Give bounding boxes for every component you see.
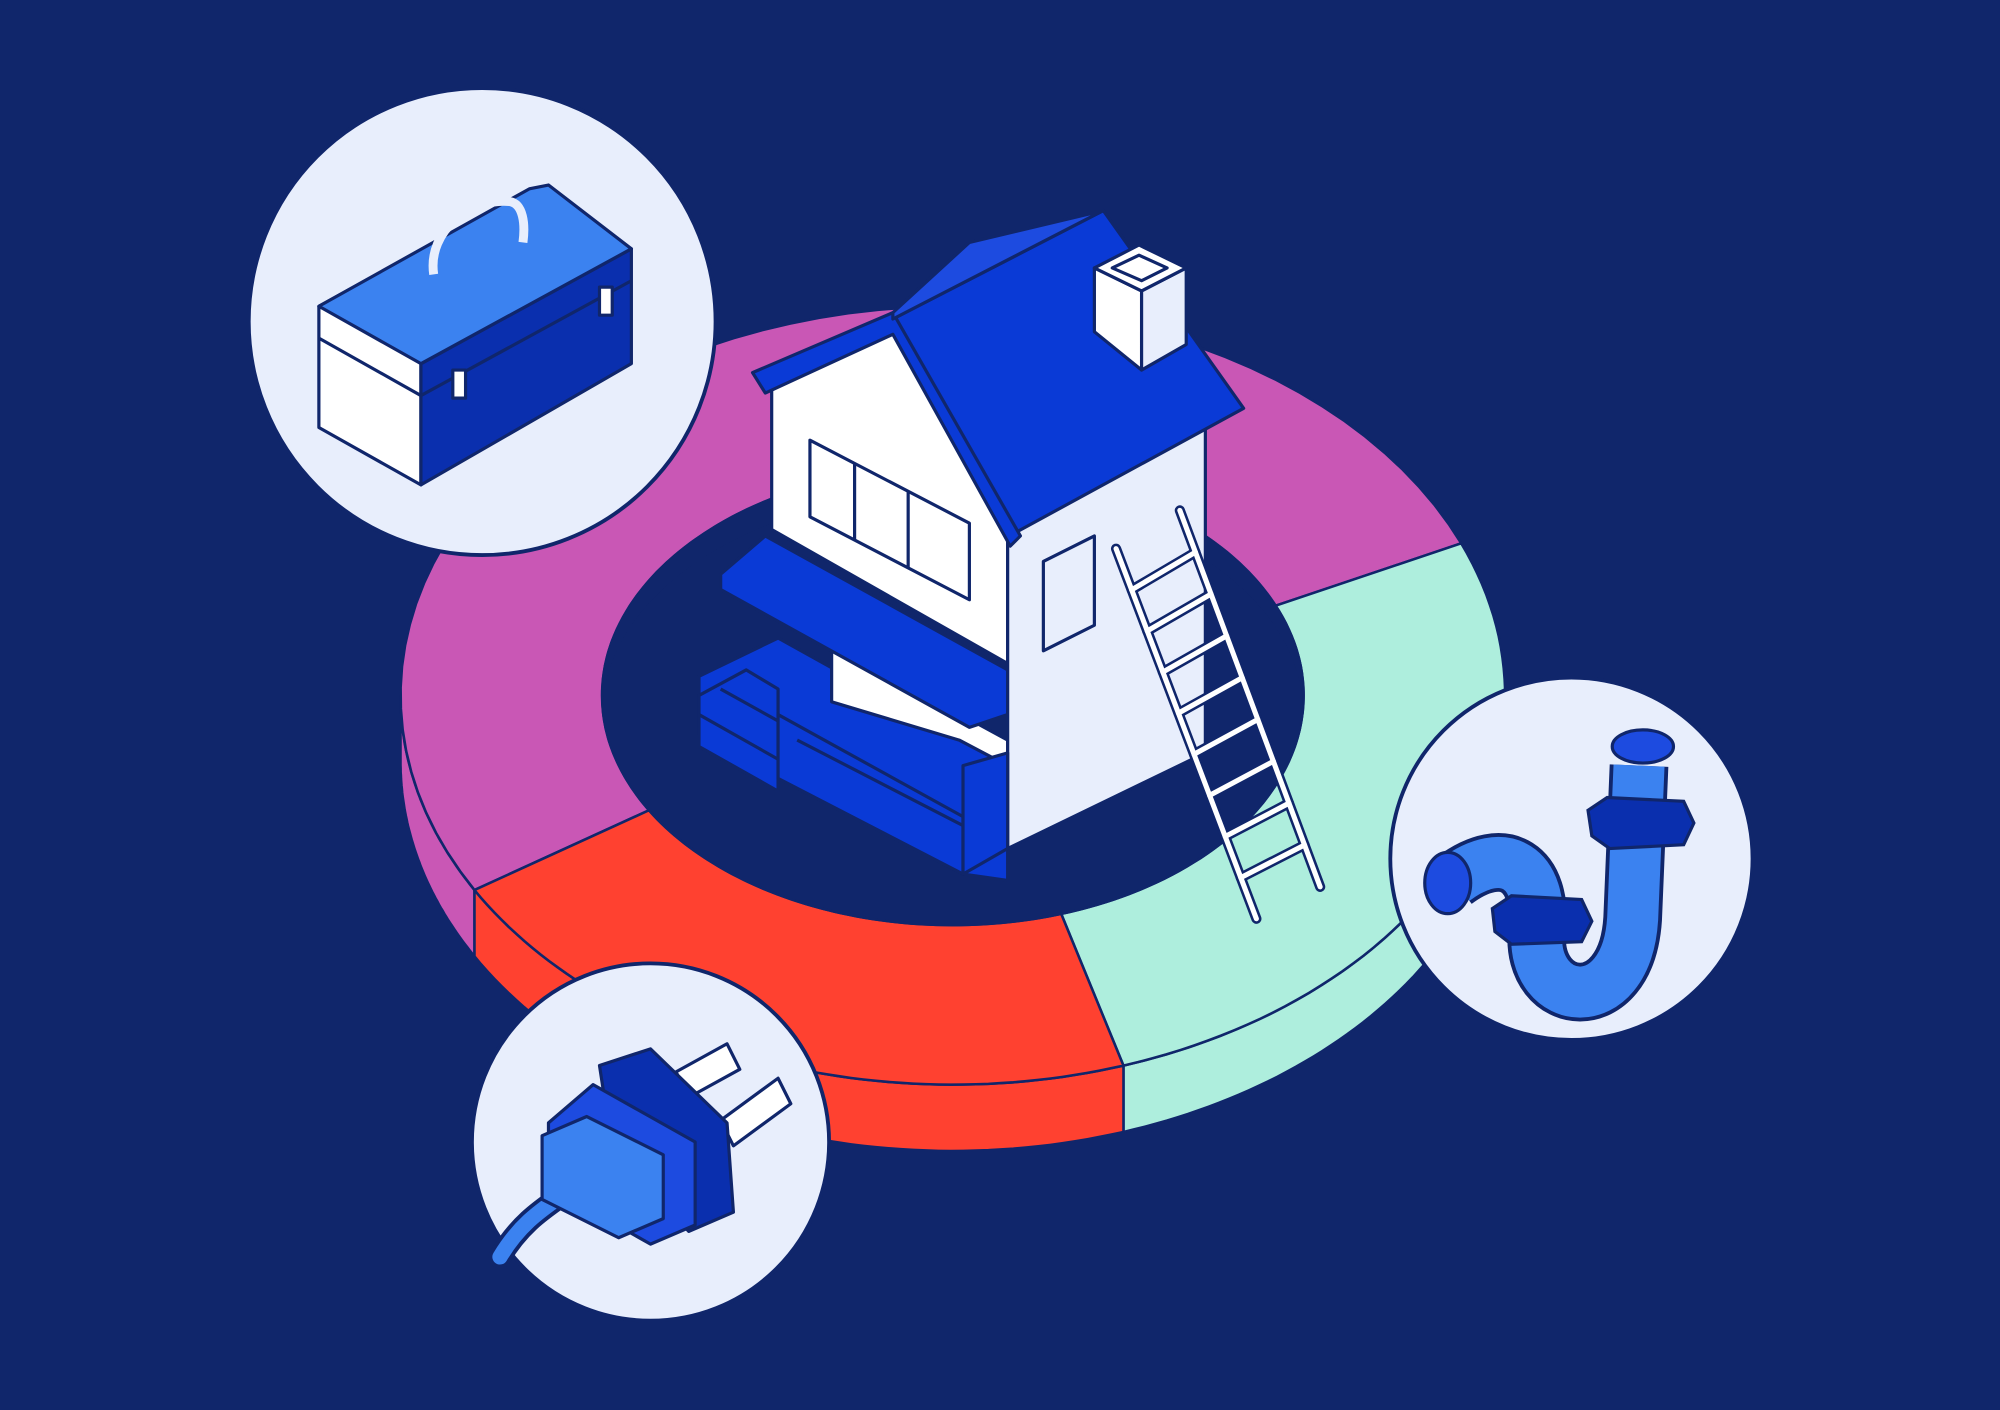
ladder-rung [1191, 716, 1261, 757]
ladder-rail [1177, 507, 1323, 890]
ladder-rung [1129, 549, 1198, 593]
toolbox-lid-line [318, 336, 422, 397]
toolbox-icon [317, 183, 633, 487]
toolbox-handle [428, 196, 529, 275]
plug-icon [488, 1042, 793, 1269]
house [697, 208, 1246, 883]
toolbox-lid [317, 183, 633, 366]
pipe-nut [1586, 795, 1696, 851]
window-side [1041, 534, 1096, 653]
house-side-base [961, 751, 1010, 876]
ladder-rung [1144, 591, 1214, 634]
ladder-rung [1175, 675, 1245, 716]
plug-badge [470, 961, 831, 1323]
ladder-rung [1222, 800, 1292, 840]
toolbox-latch [451, 368, 468, 400]
pipe-nut [1490, 894, 1594, 946]
ladder [1110, 505, 1326, 924]
window-large [808, 438, 971, 602]
step-line [719, 687, 779, 723]
pipe-icon [1423, 728, 1696, 1022]
roof-ridge [891, 208, 1105, 321]
toolbox-badge [246, 86, 718, 557]
pipe-badge [1388, 675, 1755, 1042]
ladder-rung [1238, 842, 1308, 881]
pipe-opening [1610, 728, 1676, 765]
chimney-opening [1110, 253, 1169, 283]
step-line [698, 713, 779, 761]
ladder-rung [1207, 758, 1276, 798]
pipe-opening [1423, 850, 1473, 916]
toolbox-latch [597, 285, 614, 317]
plug-face [540, 1114, 665, 1240]
ladder-rail [1113, 546, 1259, 922]
ladder-rung [1160, 633, 1230, 675]
